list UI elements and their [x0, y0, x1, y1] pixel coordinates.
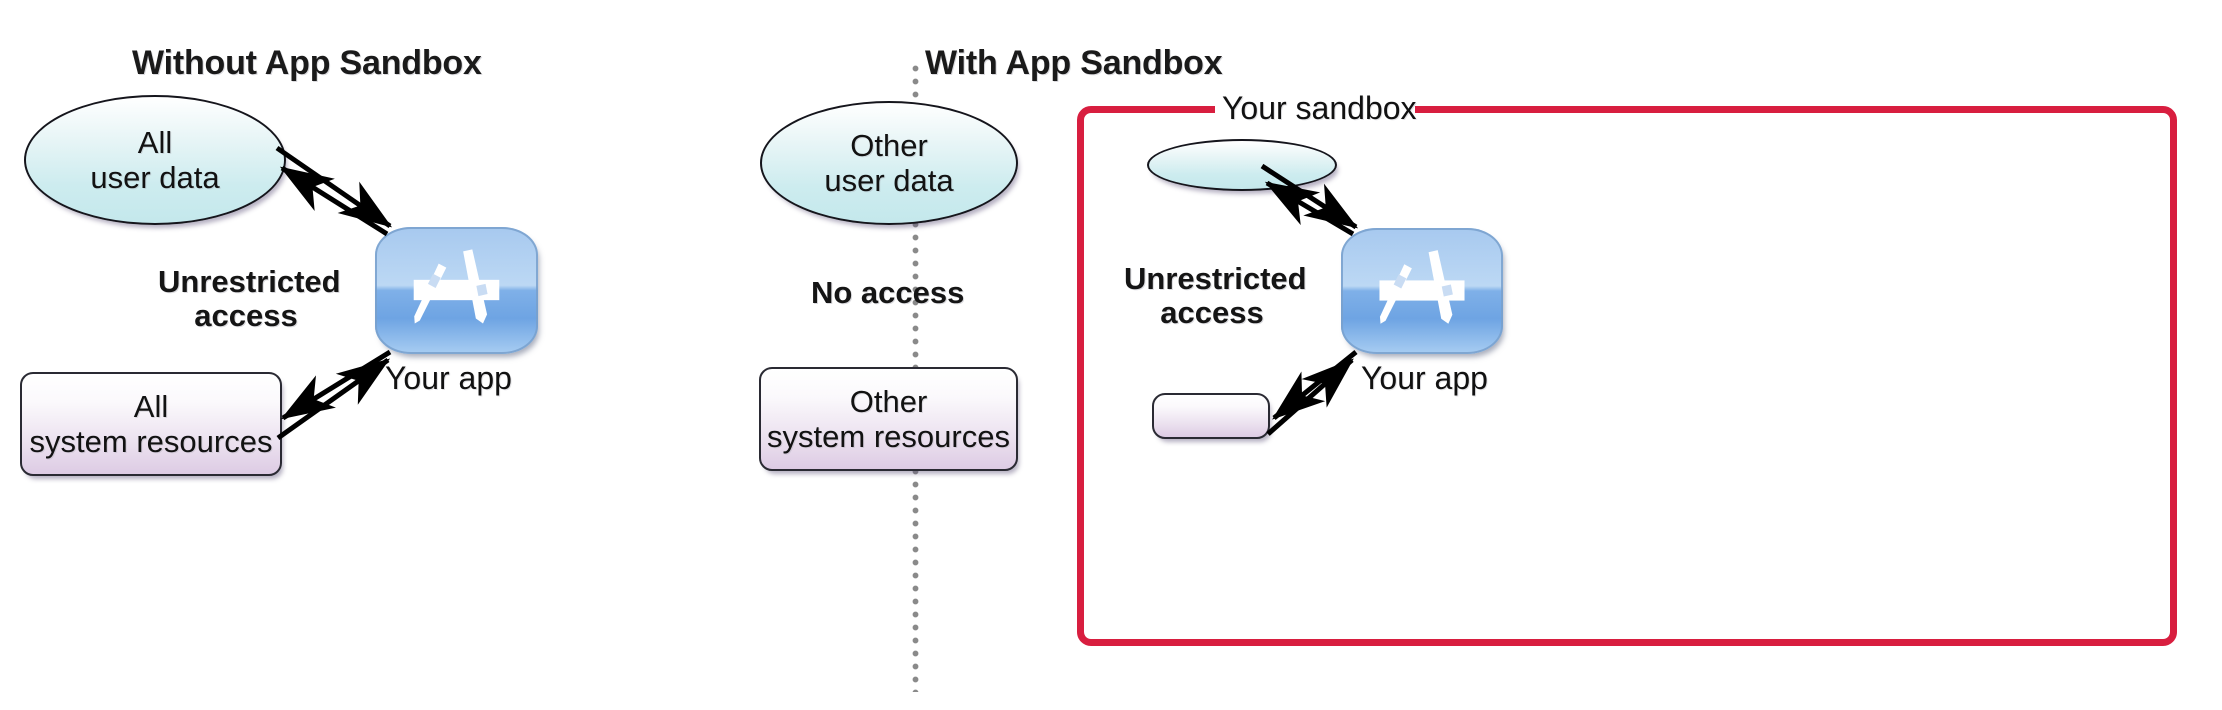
sandbox-title: Your sandbox	[1222, 90, 1417, 126]
node-line-2: system resources	[29, 424, 273, 459]
left-panel-title: Without App Sandbox	[132, 44, 482, 82]
right-panel-title: With App Sandbox	[925, 44, 1223, 82]
node-other-system-resources: Other system resources	[759, 367, 1018, 471]
node-all-system-resources-label: All system resources	[22, 389, 280, 459]
app-store-icon-right	[1341, 228, 1503, 354]
sandbox-app-caption: Your app	[1361, 360, 1488, 396]
right-no-access-label: No access	[811, 275, 965, 310]
node-line-2: system resources	[767, 419, 1010, 454]
left-unrestricted-access-label: Unrestricted access	[158, 265, 341, 333]
node-sandboxed-system-resource	[1152, 393, 1270, 439]
node-all-user-data-label: All user data	[26, 125, 284, 195]
node-other-user-data: Other user data	[760, 101, 1018, 225]
arrow-left-userdata	[275, 145, 393, 237]
node-line-1: All	[133, 389, 169, 424]
app-store-icon-left	[375, 227, 538, 354]
node-sandboxed-user-data	[1147, 139, 1337, 191]
node-other-user-data-label: Other user data	[762, 128, 1016, 198]
arrow-left-sysres	[276, 349, 392, 441]
access-label-line-2: access	[194, 298, 298, 333]
node-all-user-data: All user data	[24, 95, 286, 225]
node-line-2: user data	[90, 160, 220, 195]
node-all-system-resources: All system resources	[20, 372, 282, 476]
node-line-2: user data	[824, 163, 954, 198]
sandbox-unrestricted-access-label: Unrestricted access	[1124, 262, 1307, 330]
node-line-1: All	[137, 125, 173, 160]
sandbox-title-gap	[1215, 100, 1415, 114]
node-line-1: Other	[850, 128, 928, 163]
access-label-line-1: Unrestricted	[1124, 261, 1307, 296]
node-other-system-resources-label: Other system resources	[761, 384, 1016, 454]
left-app-caption: Your app	[385, 360, 512, 396]
node-line-1: Other	[849, 384, 928, 419]
sandbox-frame	[1077, 106, 2177, 646]
access-label-line-1: Unrestricted	[158, 264, 341, 299]
access-label-line-2: access	[1160, 295, 1264, 330]
